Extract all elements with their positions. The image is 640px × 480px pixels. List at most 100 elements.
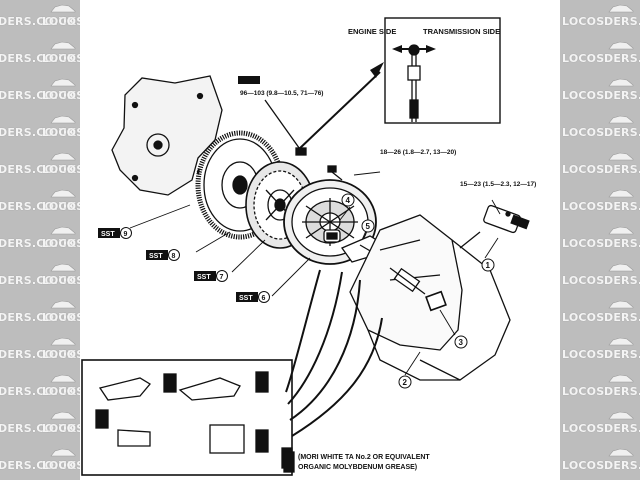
- car-logo-icon: [608, 411, 634, 420]
- watermark-row: DERS.CO.UKLOCOS: [0, 222, 80, 252]
- watermark-brand: LOCOS: [42, 163, 80, 176]
- car-logo-icon: [50, 4, 76, 13]
- watermark-text: DERS.CO.UK: [0, 89, 77, 102]
- watermark-row: DERS.CO.UKLOCOS: [0, 296, 80, 326]
- sst-tag-7: SST 7: [194, 270, 228, 282]
- car-logo-icon: [608, 226, 634, 235]
- car-logo-icon: [608, 115, 634, 124]
- watermark-row: DERS.CO.UKLOCOS: [0, 333, 80, 363]
- car-logo-icon: [608, 448, 634, 457]
- watermark-row: DERS.CO.UKLOCOS: [0, 370, 80, 400]
- watermark-text: DERS.CO.UK: [0, 274, 77, 287]
- watermark-brand: DERS.CO.UK: [604, 237, 640, 250]
- lubrication-inset: [81, 359, 293, 476]
- callout-5: 5: [366, 222, 371, 231]
- watermark-brand: LOCOS: [42, 89, 80, 102]
- torque-cover-label: 18—26 (1.8—2.7, 13—20): [380, 149, 456, 156]
- watermark-text: DERS.CO.UK: [0, 163, 77, 176]
- clutch-disc: [245, 161, 315, 249]
- cover-bolt: [327, 165, 343, 181]
- car-logo-icon: [50, 448, 76, 457]
- car-logo-icon: [608, 152, 634, 161]
- watermark-text: LOCOS: [562, 15, 605, 28]
- clutch-cover: [283, 179, 377, 265]
- watermark-brand: LOCOS: [42, 126, 80, 139]
- leader-lines: [129, 171, 501, 376]
- release-bearing: [323, 229, 341, 243]
- car-logo-icon: [608, 374, 634, 383]
- watermark-brand: DERS.CO.UK: [604, 274, 640, 287]
- watermark-strip-left: DERS.CO.UKLOCOSDERS.CO.UKLOCOSDERS.CO.UK…: [0, 0, 80, 480]
- watermark-brand: LOCOS: [42, 237, 80, 250]
- sst-tag-number: 8: [172, 253, 176, 260]
- watermark-text: DERS.CO.UK: [0, 348, 77, 361]
- watermark-text: DERS.CO.UK: [0, 200, 77, 213]
- car-logo-icon: [50, 411, 76, 420]
- watermark-text: DERS.CO.UK: [0, 459, 77, 472]
- engine-side-label: ENGINE SIDE: [348, 27, 396, 36]
- watermark-brand: DERS.CO.UK: [604, 163, 640, 176]
- car-logo-icon: [608, 41, 634, 50]
- service-hole-cover: [425, 290, 447, 312]
- car-logo-icon: [608, 4, 634, 13]
- watermark-brand: DERS.CO.UK: [604, 200, 640, 213]
- watermark-brand: DERS.CO.UK: [604, 52, 640, 65]
- torque-cylinder-label: 15—23 (1.5—2.3, 12—17): [460, 181, 536, 188]
- watermark-text: LOCOS: [562, 274, 605, 287]
- watermark-brand: LOCOS: [42, 348, 80, 361]
- watermark-text: LOCOS: [562, 163, 605, 176]
- car-logo-icon: [50, 189, 76, 198]
- watermark-row: DERS.CO.UKLOCOS: [0, 407, 80, 437]
- callout-circle-3: [454, 335, 468, 349]
- grease-tube-icon: [283, 451, 295, 473]
- car-logo-icon: [608, 263, 634, 272]
- watermark-brand: LOCOS: [42, 15, 80, 28]
- watermark-brand: DERS.CO.UK: [604, 459, 640, 472]
- grease-note-line2: ORGANIC MOLYBDENUM GREASE): [298, 464, 417, 471]
- watermark-text: DERS.CO.UK: [0, 52, 77, 65]
- car-logo-icon: [50, 78, 76, 87]
- watermark-brand: LOCOS: [42, 274, 80, 287]
- callout-3: 3: [459, 338, 464, 347]
- watermark-text: DERS.CO.UK: [0, 237, 77, 250]
- watermark-text: LOCOS: [562, 52, 605, 65]
- sst-tag-9: SST 9: [98, 227, 132, 239]
- direction-arrows: [370, 45, 436, 78]
- watermark-brand: DERS.CO.UK: [604, 15, 640, 28]
- car-logo-icon: [50, 263, 76, 272]
- sst-tag-number: 6: [262, 295, 266, 302]
- watermark-brand: LOCOS: [42, 459, 80, 472]
- watermark-text: DERS.CO.UK: [0, 311, 77, 324]
- watermark-brand: DERS.CO.UK: [604, 126, 640, 139]
- watermark-text: LOCOS: [562, 89, 605, 102]
- watermark-text: LOCOS: [562, 348, 605, 361]
- watermark-text: LOCOS: [562, 311, 605, 324]
- watermark-row: DERS.CO.UKLOCOS: [0, 74, 80, 104]
- watermark-text: LOCOS: [562, 126, 605, 139]
- watermark-brand: LOCOS: [42, 385, 80, 398]
- car-logo-icon: [50, 226, 76, 235]
- car-logo-icon: [608, 189, 634, 198]
- watermark-row: DERS.CO.UKLOCOS: [0, 111, 80, 141]
- car-logo-icon: [608, 300, 634, 309]
- torque-unit-box: [238, 76, 260, 84]
- transmission-side-label: TRANSMISSION SIDE: [423, 27, 500, 36]
- watermark-brand: DERS.CO.UK: [604, 422, 640, 435]
- watermark-text: LOCOS: [562, 422, 605, 435]
- car-logo-icon: [50, 300, 76, 309]
- sst-tag-number: 7: [220, 274, 224, 281]
- callout-circle-2: [398, 375, 412, 389]
- sst-tag-text: SST: [101, 231, 115, 238]
- direction-inset: [384, 17, 501, 124]
